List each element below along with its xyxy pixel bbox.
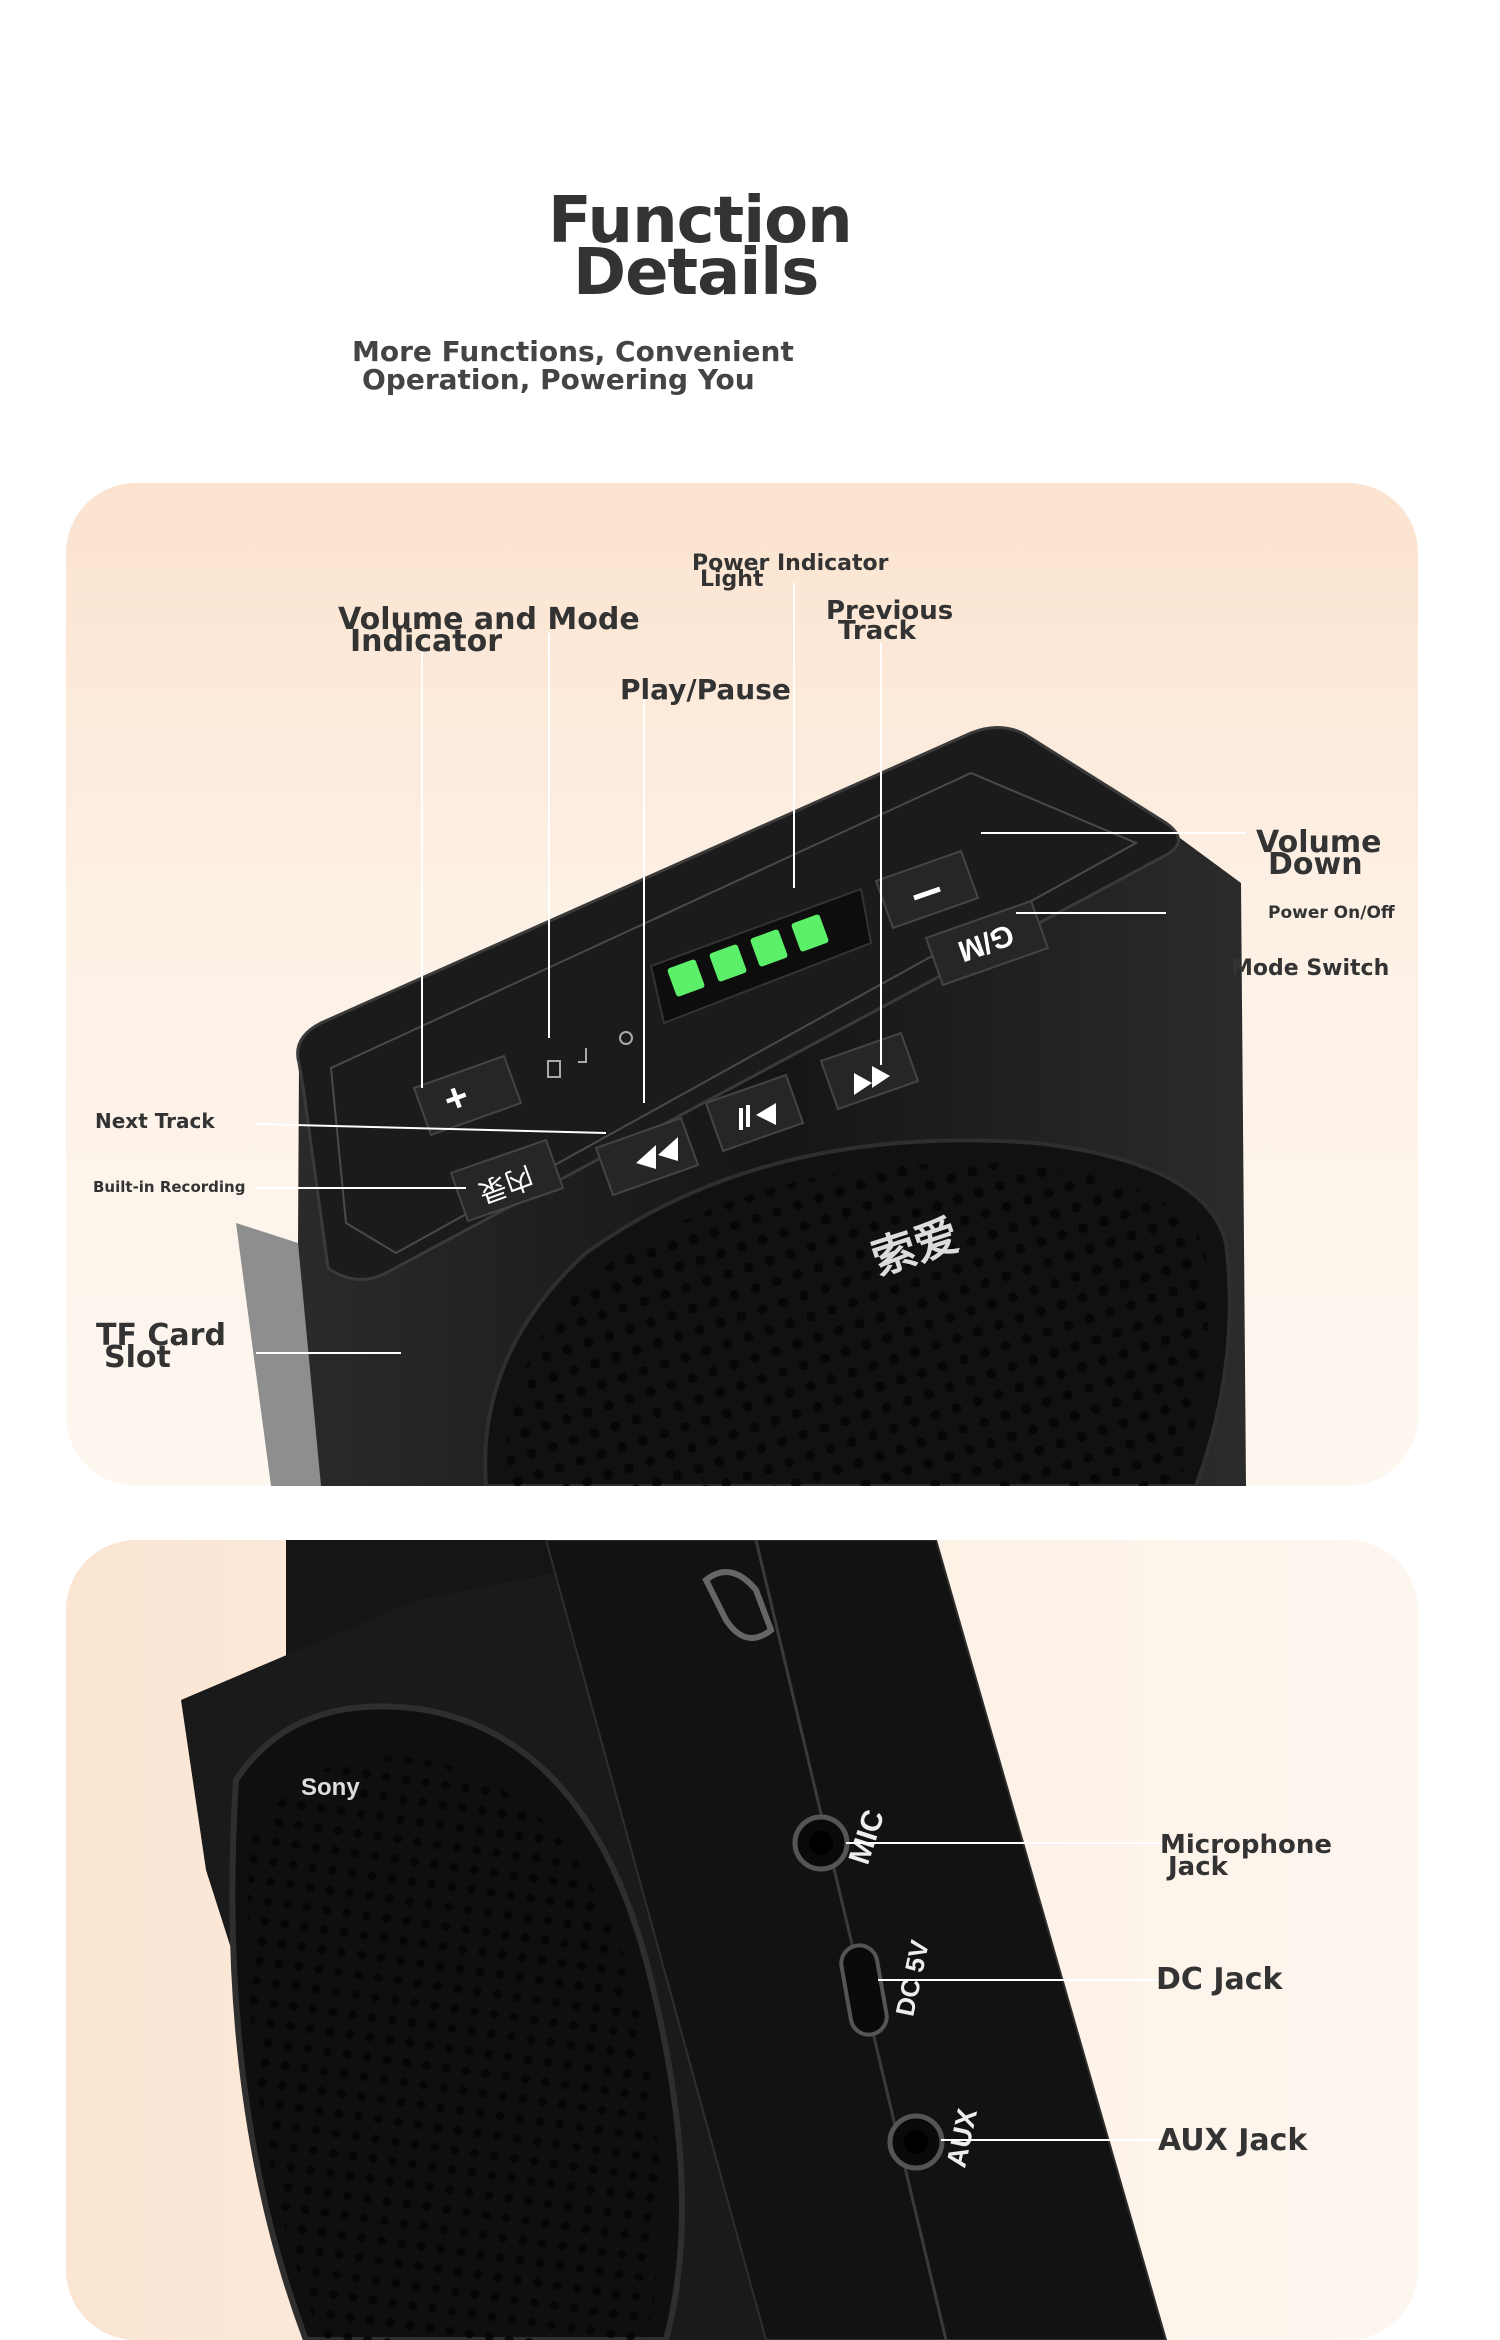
power-indicator-leds	[667, 914, 829, 997]
label-mode-switch: Mode Switch	[1231, 956, 1390, 981]
record-button[interactable]: 内录	[449, 1138, 565, 1223]
leader-lines	[255, 583, 1246, 1354]
button-layout-panel: 索爱 +	[66, 483, 1418, 1486]
mode-indicator-icons	[547, 1031, 633, 1078]
page-title: Function Details	[548, 189, 968, 310]
label-aux-jack: AUX Jack	[1158, 2123, 1308, 2158]
label-tf-card-slot: TF Card Slot	[96, 1318, 226, 1375]
led-3	[750, 929, 788, 967]
volume-down-button[interactable]	[874, 849, 980, 930]
label-volume-mode-indicator: Volume and Mode Indicator	[338, 602, 640, 659]
led-1	[667, 959, 705, 997]
label-microphone-jack: Microphone Jack	[1160, 1830, 1333, 1882]
leader-lines-side	[846, 1842, 1161, 2141]
brand-label: Sony	[301, 1774, 360, 1801]
title-line-2: Details	[573, 236, 819, 310]
side-ports-panel: Sony MIC DC 5V AUX Microphone Jack DC Ja…	[66, 1540, 1418, 2340]
led-4	[791, 914, 829, 952]
label-play-pause: Play/Pause	[620, 673, 791, 706]
led-2	[709, 944, 747, 982]
label-next-track: Next Track	[95, 1109, 215, 1133]
label-power-onoff: Power On/Off	[1268, 903, 1395, 923]
title-line-1: Function	[548, 184, 853, 258]
page-subtitle: More Functions, Convenient Operation, Po…	[352, 338, 794, 394]
mode-switch-button[interactable]: G/M	[924, 899, 1050, 987]
tf-card-side	[236, 1223, 331, 1486]
label-dc-jack: DC Jack	[1156, 1962, 1283, 1997]
subtitle-line-1: More Functions, Convenient	[352, 335, 794, 368]
next-track-button[interactable]	[594, 1116, 700, 1197]
speaker-side-illustration: Sony MIC DC 5V AUX	[181, 1540, 1168, 2340]
label-previous-track: Previous Track	[826, 596, 954, 646]
label-builtin-recording: Built-in Recording	[93, 1178, 246, 1196]
speaker-top-illustration: 索爱 +	[236, 583, 1246, 1486]
volume-up-button[interactable]: +	[412, 1054, 523, 1137]
play-pause-button[interactable]	[704, 1073, 805, 1153]
label-volume-down: Volume Down	[1256, 825, 1382, 882]
label-power-indicator: Power Indicator Light	[692, 551, 889, 592]
previous-track-button[interactable]	[819, 1031, 920, 1111]
subtitle-line-2: Operation, Powering You	[362, 363, 755, 396]
